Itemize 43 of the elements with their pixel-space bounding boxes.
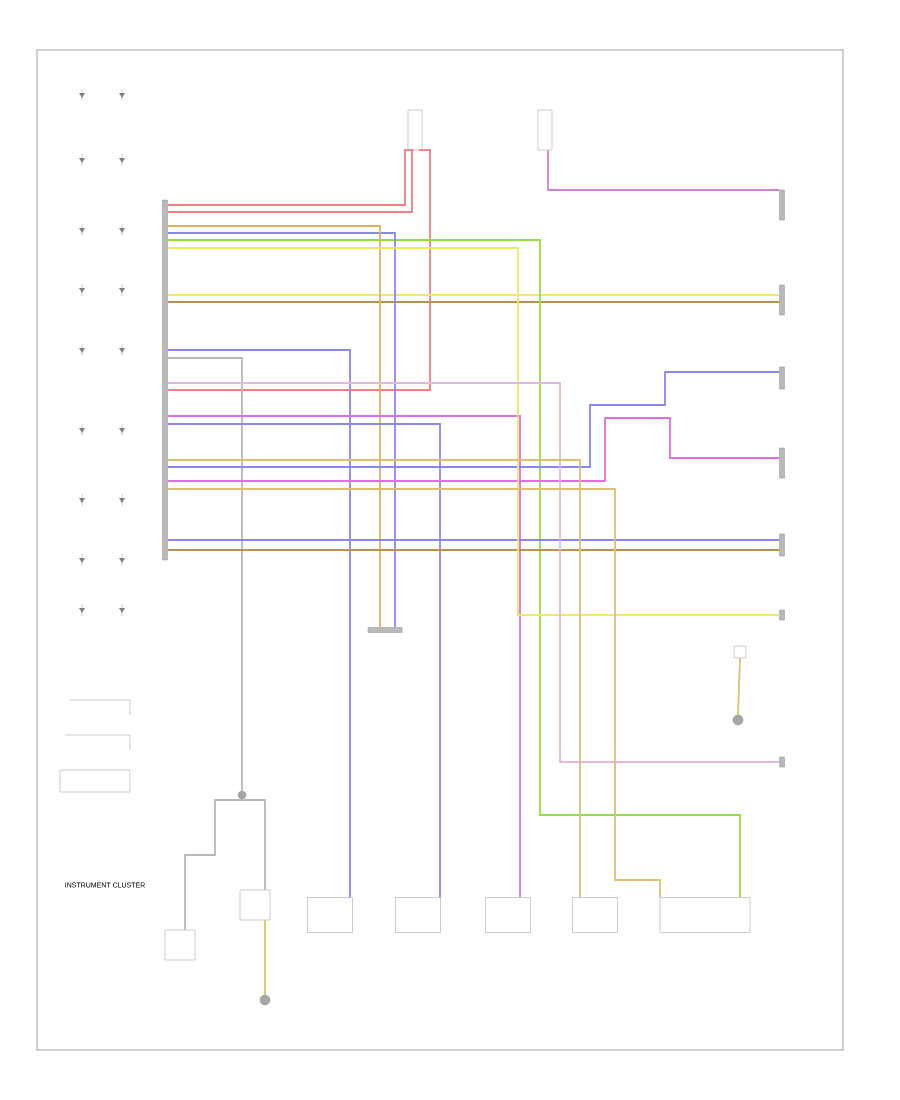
component-box xyxy=(733,645,747,659)
ground-terminal xyxy=(237,790,247,800)
ground-terminal xyxy=(732,714,744,726)
component-box xyxy=(395,897,441,933)
connector-bar xyxy=(162,199,168,561)
connector-bar xyxy=(779,366,785,390)
component-box xyxy=(572,897,618,933)
wire xyxy=(166,149,431,391)
wire xyxy=(166,459,581,899)
connector-bar xyxy=(779,609,785,621)
ground-terminal xyxy=(259,994,271,1006)
connector-bar xyxy=(367,627,403,633)
component-box xyxy=(485,897,531,933)
wire xyxy=(166,415,521,899)
wire xyxy=(166,371,781,468)
component-box xyxy=(307,897,353,933)
connector-bar xyxy=(779,756,785,768)
wire xyxy=(166,239,741,899)
wire xyxy=(166,423,441,899)
component-box xyxy=(164,929,196,961)
connector-bar xyxy=(779,533,785,557)
wire xyxy=(166,301,781,303)
wire xyxy=(166,294,781,296)
component-box xyxy=(407,109,423,151)
wire xyxy=(241,798,266,891)
connector-bar xyxy=(779,284,785,316)
wire xyxy=(166,382,781,763)
wire xyxy=(184,798,243,931)
wire xyxy=(166,349,351,899)
connector-bar xyxy=(779,447,785,479)
wire xyxy=(166,247,781,616)
wire xyxy=(737,657,741,716)
wire xyxy=(166,357,243,792)
wire xyxy=(264,919,266,996)
wire xyxy=(166,417,781,482)
wire xyxy=(166,539,781,541)
component-box xyxy=(239,889,271,921)
wire xyxy=(166,488,661,899)
component-box xyxy=(659,897,751,933)
connector-bar xyxy=(779,189,785,221)
component-box xyxy=(537,109,553,151)
wire xyxy=(166,549,781,551)
wire xyxy=(547,149,781,191)
